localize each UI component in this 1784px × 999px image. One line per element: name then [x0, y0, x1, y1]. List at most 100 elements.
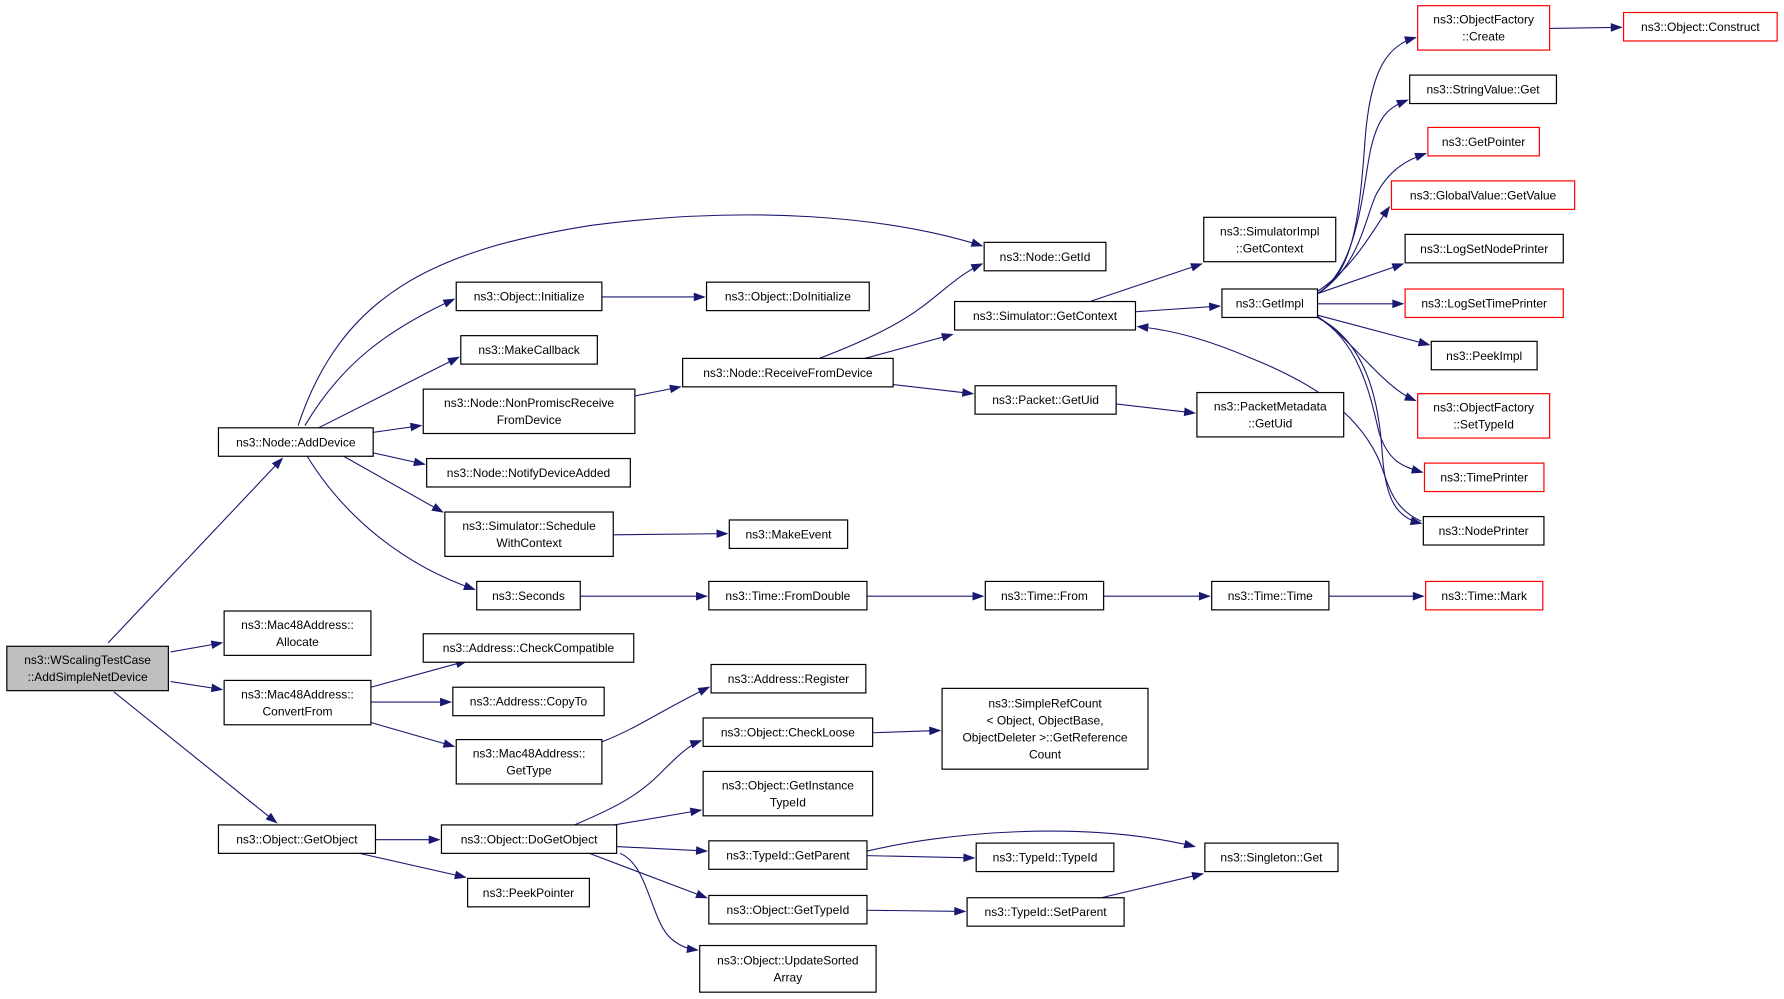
node-label: ns3::Packet::GetUid	[992, 393, 1099, 407]
edge-simGetCtx-to-simImplCtx	[1089, 263, 1203, 303]
node-label: ns3::Simulator::GetContext	[973, 309, 1118, 323]
node-box	[452, 686, 605, 717]
arrowhead	[1391, 263, 1405, 272]
arrowhead	[1410, 465, 1424, 474]
node-doGetObject[interactable]: ns3::Object::DoGetObject	[440, 824, 618, 854]
node-label: ns3::Address::CheckCompatible	[443, 641, 615, 655]
edge-getImpl-to-strGet	[1317, 99, 1409, 295]
edge-getImpl-to-logTime	[1317, 299, 1405, 309]
arrowhead	[1208, 302, 1222, 312]
node-objConstruct[interactable]: ns3::Object::Construct	[1622, 11, 1778, 42]
node-recvFromDev[interactable]: ns3::Node::ReceiveFromDevice	[682, 357, 894, 388]
arrowhead	[961, 388, 975, 397]
node-ofCreate[interactable]: ns3::ObjectFactory::Create	[1417, 5, 1551, 51]
node-label: ns3::GetImpl	[1236, 296, 1304, 310]
node-nodePrinter[interactable]: ns3::NodePrinter	[1422, 515, 1545, 546]
node-makeCallback[interactable]: ns3::MakeCallback	[460, 335, 598, 365]
node-tidSetParent[interactable]: ns3::TypeId::SetParent	[966, 897, 1125, 927]
edge-seconds-to-fromDouble	[580, 591, 709, 601]
node-timeFrom[interactable]: ns3::Time::From	[984, 580, 1105, 611]
node-label: ns3::Node::GetId	[1000, 250, 1091, 264]
arrowhead	[963, 853, 976, 862]
edge-pktGetUid-to-pktMetaUid	[1116, 403, 1197, 417]
node-label: ns3::TypeId::GetParent	[726, 848, 850, 862]
node-label: ::AddSimpleNetDevice	[28, 670, 148, 684]
node-label: ns3::SimulatorImpl	[1220, 224, 1319, 238]
node-box	[1425, 580, 1544, 611]
node-timePrinter[interactable]: ns3::TimePrinter	[1423, 462, 1545, 493]
arrowhead	[1414, 152, 1428, 162]
node-getImpl[interactable]: ns3::GetImpl	[1221, 288, 1319, 319]
node-label: ns3::GetPointer	[1442, 135, 1525, 149]
node-box	[1417, 393, 1551, 439]
node-label: GetType	[506, 764, 552, 778]
node-peekPointer[interactable]: ns3::PeekPointer	[467, 877, 590, 908]
edge-ofCreate-to-objConstruct	[1549, 23, 1623, 32]
node-label: ns3::Address::Register	[728, 672, 849, 686]
node-mac48Allocate[interactable]: ns3::Mac48Address::Allocate	[223, 610, 372, 656]
node-box	[440, 824, 618, 854]
node-tidGetParent[interactable]: ns3::TypeId::GetParent	[708, 840, 868, 870]
node-label: ns3::TypeId::SetParent	[985, 905, 1108, 919]
node-getPointer[interactable]: ns3::GetPointer	[1427, 126, 1540, 157]
node-simGetCtx[interactable]: ns3::Simulator::GetContext	[953, 300, 1137, 331]
node-logNode[interactable]: ns3::LogSetNodePrinter	[1404, 233, 1564, 264]
node-addrCopy[interactable]: ns3::Address::CopyTo	[452, 686, 605, 717]
edge-doGetObject-to-tidGetParent	[616, 845, 709, 855]
node-tidTid[interactable]: ns3::TypeId::TypeId	[975, 842, 1115, 873]
node-mac48Convert[interactable]: ns3::Mac48Address::ConvertFrom	[223, 679, 372, 726]
node-gvGetValue[interactable]: ns3::GlobalValue::GetValue	[1390, 180, 1576, 210]
node-box	[223, 610, 372, 656]
node-addDevice[interactable]: ns3::Node::AddDevice	[217, 427, 374, 457]
node-logTime[interactable]: ns3::LogSetTimePrinter	[1404, 288, 1564, 319]
node-getObject[interactable]: ns3::Object::GetObject	[217, 824, 377, 854]
edge-getObject-to-peekPointer	[359, 852, 467, 880]
node-label: ns3::Time::From	[1001, 589, 1088, 603]
arrowhead	[428, 835, 441, 845]
node-mac48GetType[interactable]: ns3::Mac48Address::GetType	[455, 738, 603, 785]
edge-mac48Convert-to-mac48GetType	[370, 721, 456, 748]
node-fromDouble[interactable]: ns3::Time::FromDouble	[708, 580, 868, 611]
node-singletonGet[interactable]: ns3::Singleton::Get	[1204, 842, 1339, 873]
node-box	[702, 770, 874, 817]
node-pktMetaUid[interactable]: ns3::PacketMetadata::GetUid	[1196, 391, 1345, 438]
node-doInit[interactable]: ns3::Object::DoInitialize	[705, 281, 870, 312]
node-peekImpl[interactable]: ns3::PeekImpl	[1430, 340, 1538, 371]
node-seconds[interactable]: ns3::Seconds	[476, 580, 581, 611]
arrowhead	[1136, 323, 1149, 332]
node-makeEvent[interactable]: ns3::MakeEvent	[728, 519, 849, 550]
node-objGetTid[interactable]: ns3::Object::GetTypeId	[708, 894, 868, 925]
node-box	[1196, 391, 1345, 438]
node-objInit[interactable]: ns3::Object::Initialize	[455, 281, 603, 312]
node-notifyAdded[interactable]: ns3::Node::NotifyDeviceAdded	[426, 457, 631, 488]
node-pktGetUid[interactable]: ns3::Packet::GetUid	[974, 385, 1117, 415]
node-strGet[interactable]: ns3::StringValue::Get	[1409, 74, 1558, 105]
arrowhead	[689, 740, 703, 749]
node-addrCheck[interactable]: ns3::Address::CheckCompatible	[422, 633, 635, 663]
arrowhead	[695, 846, 709, 855]
node-label: ConvertFrom	[263, 704, 333, 718]
node-simImplCtx[interactable]: ns3::SimulatorImpl::GetContext	[1203, 216, 1337, 263]
node-box	[217, 824, 377, 854]
node-box	[941, 687, 1149, 770]
node-label: ns3::Node::ReceiveFromDevice	[703, 366, 873, 380]
node-ofSetType[interactable]: ns3::ObjectFactory::SetTypeId	[1417, 393, 1551, 439]
node-label: ns3::SimpleRefCount	[988, 697, 1102, 711]
arrowhead	[695, 889, 708, 899]
node-timeMark[interactable]: ns3::Time::Mark	[1425, 580, 1544, 611]
node-checkLoose[interactable]: ns3::Object::CheckLoose	[702, 717, 874, 748]
node-getId[interactable]: ns3::Node::GetId	[983, 241, 1107, 272]
node-box	[708, 580, 868, 611]
node-label: < Object, ObjectBase,	[986, 714, 1103, 728]
edge-recvFromDev-to-simGetCtx	[864, 333, 954, 359]
node-addrRegister[interactable]: ns3::Address::Register	[710, 663, 867, 694]
node-timeTime[interactable]: ns3::Time::Time	[1211, 580, 1330, 611]
node-root[interactable]: ns3::WScalingTestCase::AddSimpleNetDevic…	[6, 645, 169, 692]
edge-root-to-addDevice	[107, 457, 284, 644]
edge-mac48GetType-to-addrRegister	[601, 686, 711, 743]
node-simpleRef[interactable]: ns3::SimpleRefCount< Object, ObjectBase,…	[941, 687, 1149, 770]
